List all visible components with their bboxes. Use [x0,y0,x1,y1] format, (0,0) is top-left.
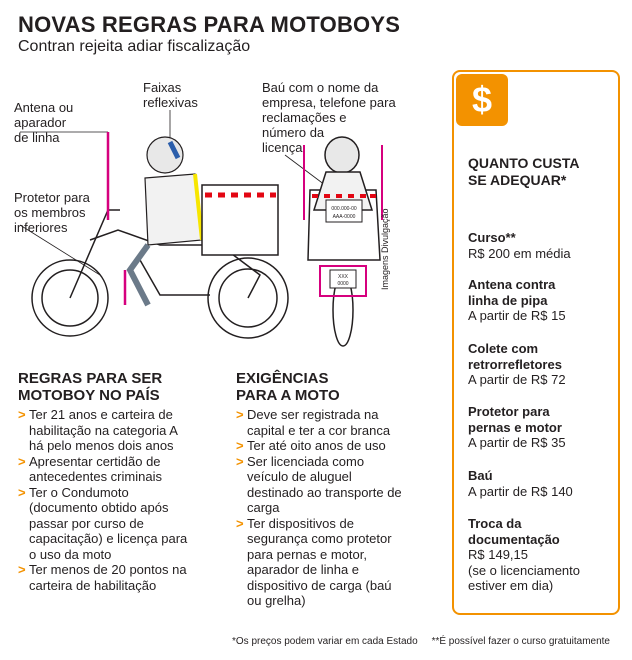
side-box [201,184,279,256]
label-bau: Baú com o nome da empresa, telefone para… [262,80,396,155]
list-item: Deve ser registrada na capital e ter a c… [236,407,404,438]
cost-name: Colete com retrorrefletores [468,341,562,372]
footnotes: *Os preços podem variar em cada Estado *… [232,636,610,647]
cost-name: Antena contra linha de pipa [468,277,556,308]
list-item: Ter até oito anos de uso [236,438,404,454]
page-subtitle: Contran rejeita adiar fiscalização [18,38,251,55]
cost-price: A partir de R$ 72 [468,372,566,387]
cost-item: Baú A partir de R$ 140 [468,468,613,499]
cost-price: A partir de R$ 15 [468,308,566,323]
cost-name: Troca da documentação [468,516,560,547]
list-item: Ser licenciada como veículo de aluguel d… [236,454,404,516]
page-title: NOVAS REGRAS PARA MOTOBOYS [18,12,401,37]
cost-price: A partir de R$ 140 [468,483,573,499]
cost-name: Curso** [468,230,516,245]
footnote-prices: *Os preços podem variar em cada Estado [232,636,418,647]
plate-numbers: 0000 [337,281,348,287]
cost-item: Colete com retrorrefletores A partir de … [468,341,613,388]
list-item: Ter menos de 20 pontos na carteira de ha… [18,562,188,593]
box-plate: AAA-0000 [333,214,356,220]
rules-list: Ter 21 anos e carteira de habilitação na… [18,407,188,593]
list-item: Apresentar certidão de antecedentes crim… [18,454,188,485]
requirements-column: EXIGÊNCIAS PARA A MOTO Deve ser registra… [236,370,404,609]
cost-item: Protetor para pernas e motor A partir de… [468,404,613,451]
cost-price: A partir de R$ 35 [468,435,566,450]
footnote-course: **É possível fazer o curso gratuitamente [431,636,610,647]
rider [126,136,204,307]
cost-item: Troca da documentação R$ 149,15 (se o li… [468,516,613,594]
cost-name: Protetor para pernas e motor [468,404,562,435]
side-motorcycle [31,209,289,339]
box-phone: 000.000-00 [331,206,357,212]
image-credit: Imagens Divulgação [380,208,390,290]
requirements-list: Deve ser registrada na capital e ter a c… [236,407,404,609]
label-protetor: Protetor para os membros inferiores [14,190,90,235]
cost-item: Antena contra linha de pipa A partir de … [468,277,613,324]
rear-box-label [325,199,363,223]
cost-price: R$ 149,15 (se o licenciamento estiver em… [468,547,580,593]
requirements-heading: EXIGÊNCIAS PARA A MOTO [236,370,340,404]
motorcycle-illustration: 000.000-00 AAA-0000 XXX 0000 [20,110,383,347]
rear-plate-frame [319,265,367,297]
leader-protetor [20,224,101,276]
list-item: Ter o Condumoto (documento obtido após p… [18,485,188,563]
rules-heading: REGRAS PARA SER MOTOBOY NO PAÍS [18,370,163,404]
list-item: Ter dispositivos de segurança como prote… [236,516,404,609]
label-faixas: Faixas reflexivas [143,80,198,110]
cost-item: Curso** R$ 200 em média [468,230,613,261]
cost-panel [452,70,620,615]
rules-column: REGRAS PARA SER MOTOBOY NO PAÍS Ter 21 a… [18,370,188,593]
plate-letters: XXX [338,274,349,280]
cost-name: Baú [468,468,493,483]
rear-motorcycle [307,136,381,347]
list-item: Ter 21 anos e carteira de habilitação na… [18,407,188,454]
dollar-icon: $ [456,74,508,126]
cost-panel-title: QUANTO CUSTA SE ADEQUAR* [468,155,580,188]
rear-plate [329,269,357,289]
label-antena: Antena ou aparador de linha [14,100,74,145]
cost-price: R$ 200 em média [468,245,571,261]
